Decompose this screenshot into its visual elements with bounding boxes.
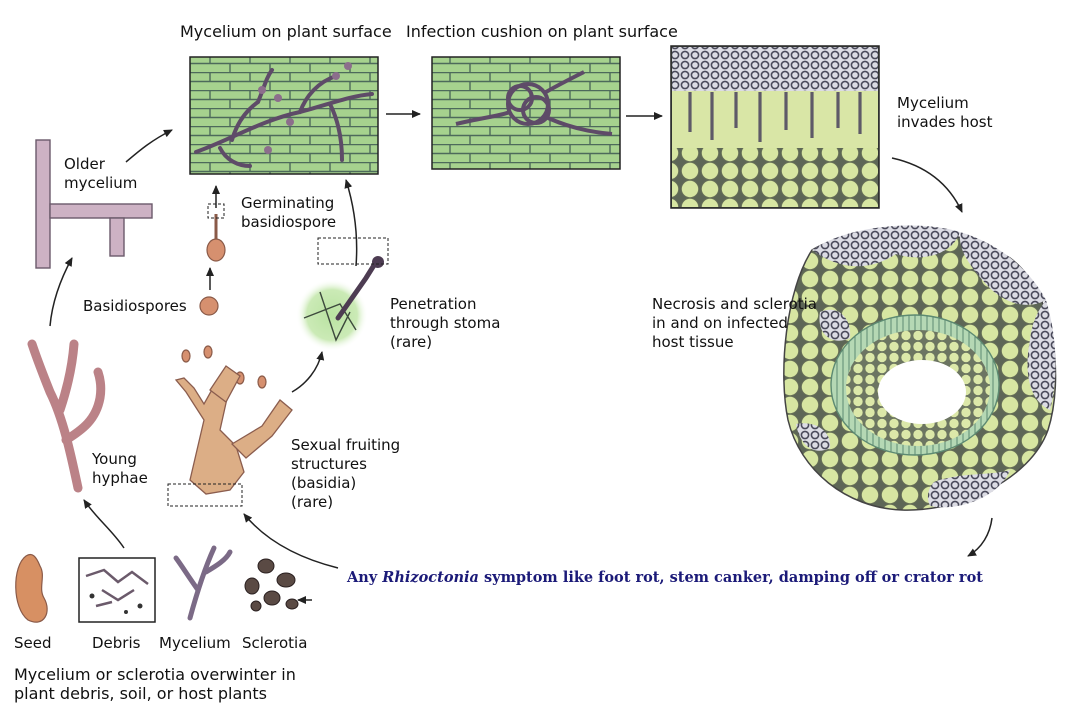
label-young-hyphae: Young hyphae — [92, 450, 148, 487]
seed-icon — [15, 553, 48, 623]
genus-name: Rhizoctonia — [382, 569, 479, 586]
label-infection-cushion: Infection cushion on plant surface — [406, 22, 678, 41]
sclerotia-icon — [244, 558, 299, 612]
arrow-symptom-to-sexual — [243, 513, 339, 569]
label-penetration-through-stoma: Penetration through stoma (rare) — [390, 295, 501, 351]
label-overwinter: Mycelium or sclerotia overwinter in plan… — [14, 665, 296, 703]
panel-infection-cushion — [431, 56, 621, 170]
label-germinating-basidiospore: Germinating basidiospore — [241, 194, 337, 231]
young-hyphae-icon — [27, 339, 106, 493]
label-older-mycelium: Older mycelium — [64, 155, 138, 192]
invading-hyphae — [688, 92, 862, 142]
arrow-older-to-surface — [125, 129, 173, 163]
label-sexual-fruiting-structures: Sexual fruiting structures (basidia) (ra… — [291, 436, 401, 511]
arrow-penetration-to-surface — [344, 179, 358, 267]
hyphal-tips — [258, 62, 352, 154]
penetration-icon — [296, 256, 384, 351]
mycelium-source-icon — [173, 545, 233, 621]
arrow-sources-to-young — [83, 499, 125, 549]
label-basidiospores: Basidiospores — [83, 297, 187, 315]
basidia-icon — [174, 365, 293, 495]
cushion-knot — [455, 70, 613, 136]
arrow-stem-to-symptom — [967, 517, 993, 557]
label-mycelium-invades-host: Mycelium invades host — [897, 94, 993, 131]
label-mycelium-source: Mycelium — [159, 634, 231, 652]
label-sclerotia: Sclerotia — [242, 634, 308, 652]
surface-hyphae — [194, 68, 374, 168]
sclerotia-clusters — [796, 225, 1056, 508]
debris-icon — [78, 557, 156, 623]
arrow-host-to-stem — [891, 157, 963, 213]
label-necrosis-sclerotia: Necrosis and sclerotia in and on infecte… — [652, 295, 817, 351]
older-mycelium-icon — [35, 139, 153, 269]
panel-mycelium-on-surface — [189, 56, 379, 175]
arrow-basidia-to-penetration — [291, 351, 325, 393]
label-mycelium-on-surface: Mycelium on plant surface — [180, 22, 392, 41]
panel-host-invasion — [670, 45, 880, 209]
label-debris: Debris — [92, 634, 141, 652]
arrow-young-to-older — [49, 257, 73, 327]
symptom-caption: Any Rhizoctonia symptom like foot rot, s… — [347, 569, 983, 586]
basidiospore-icons — [181, 214, 267, 389]
cycle-arrows — [49, 110, 993, 604]
label-seed: Seed — [14, 634, 52, 652]
stem-cross-section — [783, 225, 1057, 511]
